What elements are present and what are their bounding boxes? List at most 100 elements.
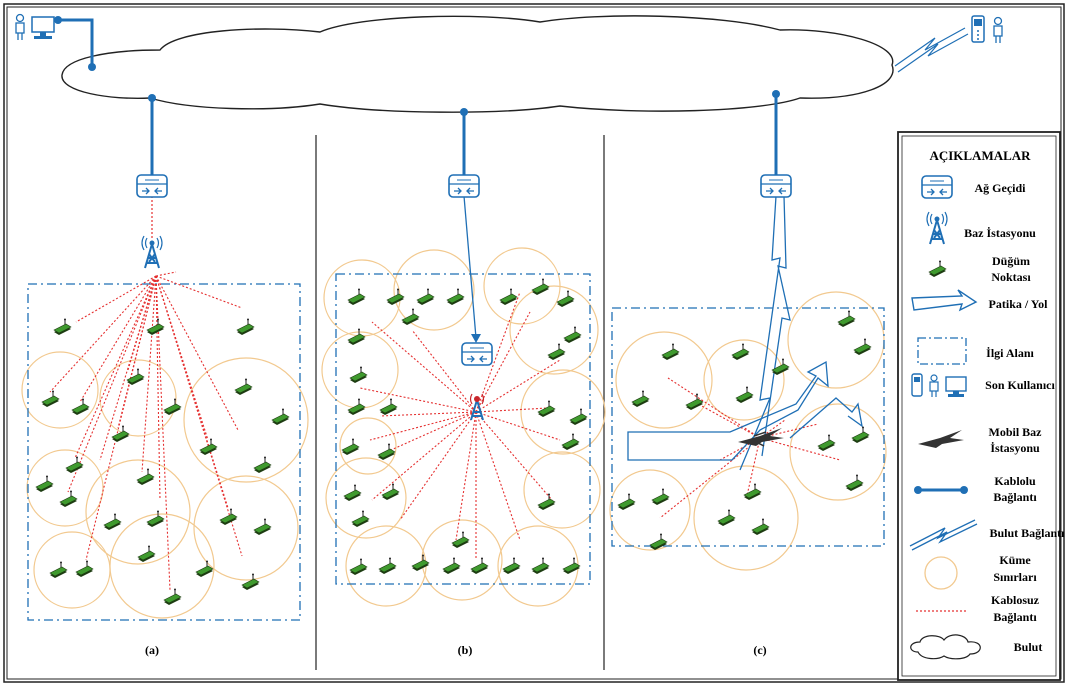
- panel-c: [609, 174, 887, 571]
- panel-b: [321, 174, 606, 607]
- cluster-boundary: [615, 331, 713, 429]
- node-icon: [35, 475, 54, 493]
- node-icon: [236, 318, 255, 336]
- node-icon: [377, 443, 396, 461]
- node-icon: [561, 433, 580, 451]
- node-icon: [271, 408, 290, 426]
- node-icon: [75, 560, 94, 578]
- gateway-icon-a: [136, 174, 168, 198]
- cluster-boundary: [787, 291, 885, 389]
- cluster-boundary: [703, 339, 785, 421]
- wireless-link: [475, 411, 553, 501]
- node-icon: [531, 557, 550, 575]
- wireless-link: [141, 275, 157, 473]
- legend-mobile-bs-label-2: İstasyonu: [990, 441, 1040, 455]
- node-icon: [341, 438, 360, 456]
- wireless-link: [85, 275, 157, 561]
- node-icon: [470, 557, 489, 575]
- legend-cloud-label: Bulut: [1014, 640, 1043, 654]
- gateway-icon-c: [760, 174, 792, 198]
- panel-c-area: [611, 307, 885, 547]
- node-icon: [386, 288, 405, 306]
- node-icon: [499, 288, 518, 306]
- wireless-link: [155, 275, 243, 309]
- node-icon: [617, 493, 636, 511]
- wireless-link: [475, 311, 531, 413]
- node-icon: [347, 328, 366, 346]
- panel-b-area: [335, 273, 591, 585]
- wireless-link: [659, 437, 761, 519]
- node-icon: [146, 510, 165, 528]
- wireless-link: [79, 275, 157, 403]
- node-icon: [71, 398, 90, 416]
- legend-area-icon: [917, 337, 967, 365]
- cluster-boundary: [523, 451, 601, 529]
- node-icon: [563, 326, 582, 344]
- panel-c-nodes: [617, 310, 872, 551]
- panel-a: [21, 174, 309, 621]
- cluster-boundary: [609, 469, 691, 551]
- cluster-boundary: [193, 475, 299, 581]
- legend-gateway-icon: [921, 175, 953, 199]
- legend-area-label: İlgi Alanı: [986, 346, 1034, 360]
- outer-frame: [3, 3, 1065, 683]
- panel-c-label: (c): [753, 643, 766, 657]
- cluster-boundary: [325, 457, 407, 539]
- wireless-link: [155, 275, 243, 557]
- node-icon: [253, 456, 272, 474]
- legend-end-user-label: Son Kullanıcı: [985, 378, 1055, 392]
- node-icon: [717, 509, 736, 527]
- node-icon: [349, 366, 368, 384]
- node-icon: [136, 468, 155, 486]
- panel-b-clusters: [321, 247, 606, 607]
- legend-cluster-icon: [924, 556, 958, 590]
- node-icon: [817, 434, 836, 452]
- legend-cloud-link-icon: [909, 519, 978, 551]
- node-icon: [735, 386, 754, 404]
- cluster-boundary: [183, 357, 309, 483]
- legend-title: AÇIKLAMALAR: [929, 148, 1031, 163]
- cluster-boundary: [339, 417, 397, 475]
- node-icon: [845, 474, 864, 492]
- node-icon: [416, 288, 435, 306]
- panel-a-wireless-links: [49, 271, 243, 591]
- cloud-link-right: [894, 27, 969, 73]
- node-icon: [451, 531, 470, 549]
- node-icon: [163, 398, 182, 416]
- panel-c-clusters: [609, 291, 887, 571]
- legend-cluster-label-2: Sınırları: [993, 570, 1037, 584]
- node-icon: [502, 557, 521, 575]
- panel-a-nodes: [35, 318, 290, 606]
- legend-wireless-label-1: Kablosuz: [991, 593, 1040, 607]
- legend-path-label: Patika / Yol: [989, 297, 1049, 311]
- wireless-link: [475, 291, 521, 413]
- end-user-icon-right: [971, 15, 1003, 43]
- end-user-icon-left: [15, 13, 55, 40]
- node-icon: [351, 510, 370, 528]
- legend-base-station-label: Baz İstasyonu: [964, 226, 1036, 240]
- panel-b-link: [463, 195, 477, 339]
- cluster-boundary: [393, 249, 475, 331]
- cluster-boundary: [21, 351, 99, 429]
- node-icon: [126, 368, 145, 386]
- node-icon: [137, 545, 156, 563]
- wireless-link: [745, 437, 761, 501]
- node-icon: [241, 573, 260, 591]
- cluster-boundary: [789, 403, 887, 501]
- base-station-icon-b: [469, 393, 485, 421]
- legend-wired-label-2: Bağlantı: [993, 490, 1037, 504]
- cluster-boundary: [109, 513, 215, 619]
- wireless-link: [381, 411, 477, 455]
- cloud: [61, 15, 894, 113]
- panel-a-area: [27, 283, 301, 621]
- base-station-icon-a: [141, 235, 163, 269]
- cluster-boundary: [693, 465, 799, 571]
- legend-wireless-label-2: Bağlantı: [993, 610, 1037, 624]
- legend-wired-label-1: Kablolu: [994, 474, 1036, 488]
- wireless-link: [67, 275, 157, 493]
- wireless-link: [759, 437, 841, 461]
- node-icon: [837, 310, 856, 328]
- wired-link-user: [58, 18, 94, 67]
